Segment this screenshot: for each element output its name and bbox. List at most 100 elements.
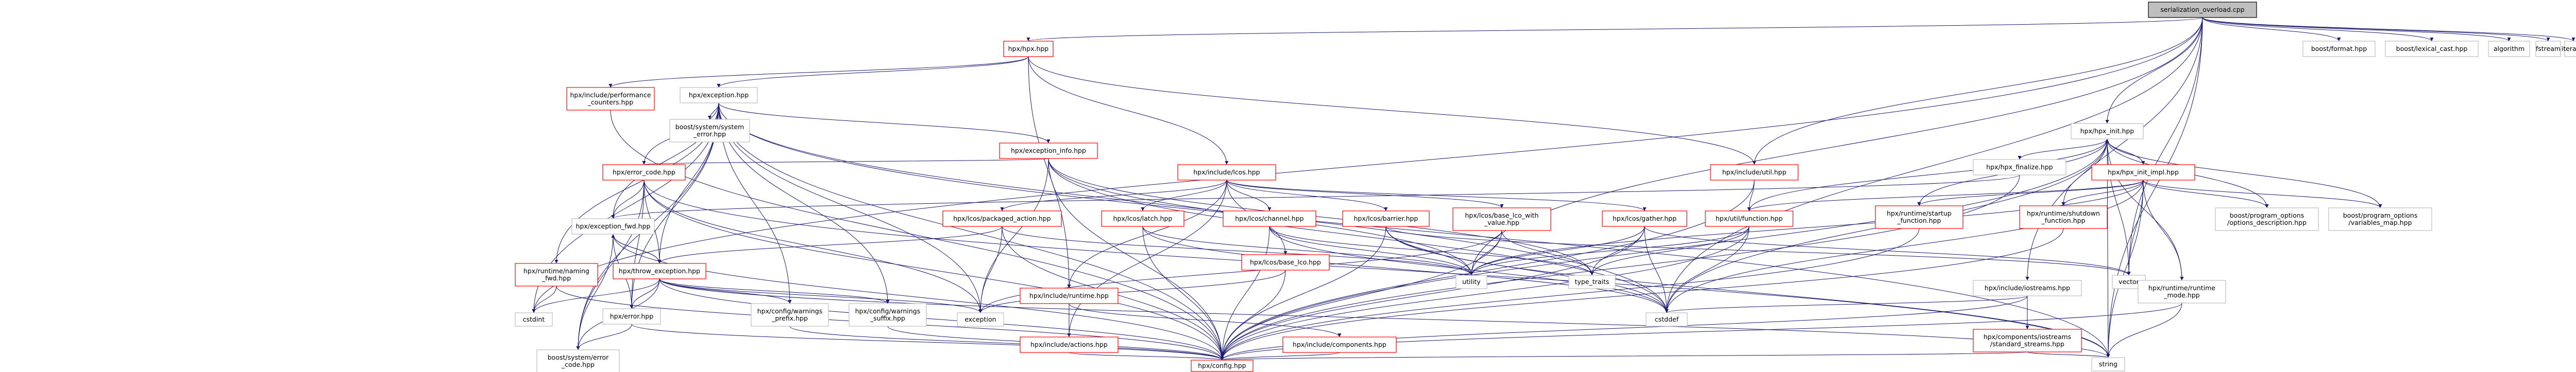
edge-lcos_hpp-to-gather: [1226, 180, 1647, 211]
edge-root-to-vector: [2127, 17, 2203, 276]
node-perf-counters[interactable]: hpx/include/performance_counters.hpp: [566, 87, 655, 111]
node-lcos-hpp[interactable]: hpx/include/lcos.hpp: [1177, 164, 1276, 181]
edge-util_function-to-utility: [1469, 226, 1750, 276]
node-gather[interactable]: hpx/lcos/gather.hpp: [1602, 210, 1687, 227]
edge-hpx_init_impl-to-util_function: [1747, 180, 2144, 211]
edge-hpx_init-to-shutdown_function: [2061, 138, 2108, 206]
edge-lcos_hpp-to-latch: [1141, 180, 1227, 211]
node-label: hpx/error_code.hpp: [613, 168, 675, 176]
edge-base_lco_value-to-exception_std: [978, 230, 1502, 313]
edge-hpx_init_impl-to-runtime_mode: [2143, 180, 2184, 281]
edge-latch-to-utility: [1142, 226, 1473, 276]
node-include-actions[interactable]: hpx/include/actions.hpp: [1020, 336, 1118, 353]
node-label: boost/format.hpp: [2311, 45, 2367, 52]
edge-util_function-to-config_hpp: [1220, 226, 1750, 361]
edge-include_components-to-config_hpp: [1220, 352, 1340, 361]
node-label: hpx/hpx.hpp: [1008, 45, 1049, 52]
edge-include_runtime-to-include_components: [1069, 303, 1342, 338]
node-box: [849, 303, 927, 327]
node-box: [2328, 207, 2432, 231]
edge-barrier-to-config_hpp: [1220, 226, 1386, 361]
node-label: hpx/runtime/shutdown: [2027, 209, 2100, 217]
node-latch[interactable]: hpx/lcos/latch.hpp: [1101, 210, 1184, 227]
node-error-code[interactable]: hpx/error_code.hpp: [602, 164, 686, 181]
node-box: [669, 119, 750, 143]
edge-standard_streams-to-config_hpp: [1221, 351, 2028, 361]
node-hpx-finalize: hpx/hpx_finalize.hpp: [1973, 159, 2066, 175]
node-exception-hpp: hpx/exception.hpp: [680, 87, 758, 103]
node-warning-fwd[interactable]: hpx/runtime/naming_fwd.hpp: [515, 263, 598, 287]
node-box: [1568, 275, 1616, 289]
node-root[interactable]: serialization_overload.cpp: [2148, 2, 2257, 18]
node-base-lco-value[interactable]: hpx/lcos/base_lco_with_value.hpp: [1452, 207, 1551, 231]
node-box: [1973, 159, 2066, 175]
node-options-description: boost/program_options/options_descriptio…: [2215, 207, 2319, 231]
node-label: boost/program_options: [2230, 211, 2304, 219]
edge-hpx_hpp-to-perf_counters: [608, 56, 1029, 88]
node-barrier[interactable]: hpx/lcos/barrier.hpp: [1342, 210, 1430, 227]
edge-latch-to-cstddef: [1142, 226, 1669, 313]
edge-exception_hpp-to-exception_std: [718, 102, 982, 313]
node-label: serialization_overload.cpp: [2160, 6, 2244, 13]
edge-root-to-boost_format: [2202, 17, 2341, 42]
node-channel[interactable]: hpx/lcos/channel.hpp: [1223, 210, 1316, 227]
node-util-function[interactable]: hpx/util/function.hpp: [1705, 210, 1793, 227]
node-label: exception: [964, 315, 996, 323]
node-label: hpx/lcos/gather.hpp: [1613, 215, 1676, 222]
node-throw-exception[interactable]: hpx/throw_exception.hpp: [613, 263, 706, 279]
node-label: hpx/exception_fwd.hpp: [576, 222, 651, 230]
node-label: hpx/throw_exception.hpp: [619, 267, 700, 275]
node-box: [1646, 312, 1688, 327]
node-hpx-hpp[interactable]: hpx/hpx.hpp: [1003, 41, 1054, 57]
node-shutdown-function[interactable]: hpx/runtime/shutdown_function.hpp: [2019, 205, 2108, 229]
node-include-runtime[interactable]: hpx/include/runtime.hpp: [1020, 288, 1118, 304]
edge-throw_exception-to-exception_fwd: [611, 234, 660, 264]
edge-hpx_init-to-vector: [2107, 138, 2131, 276]
node-label: boost/program_options: [2343, 211, 2418, 219]
edge-exception_info-to-exception_std: [978, 158, 1049, 313]
node-standard-streams[interactable]: hpx/components/iostreams/standard_stream…: [1973, 329, 2082, 352]
node-box: [602, 308, 661, 325]
edge-hpx_init_impl-to-cstddef: [1665, 180, 2144, 313]
edge-exception_hpp-to-string: [718, 102, 2110, 358]
edge-error_code-to-string: [643, 180, 2110, 358]
edge-exception_info-to-cstddef: [1048, 158, 1669, 313]
node-label: hpx/error.hpp: [610, 312, 653, 320]
node-startup-function[interactable]: hpx/runtime/startup_function.hpp: [1875, 205, 1963, 229]
node-box: [602, 164, 686, 181]
edge-throw_exception-to-exception_std: [659, 278, 982, 313]
node-label: hpx/lcos/base_lco_with: [1465, 211, 1539, 219]
edge-root-to-lexical_cast: [2202, 17, 2434, 42]
node-box: [2138, 280, 2226, 304]
node-algorithm: algorithm: [2488, 41, 2530, 57]
node-config-hpp[interactable]: hpx/config.hpp: [1191, 360, 1253, 372]
edge-hpx_init-to-variables_map: [2107, 138, 2382, 208]
edge-root-to-hpx_init: [2105, 17, 2203, 124]
node-error-hpp: hpx/error.hpp: [602, 308, 661, 325]
node-base-lco[interactable]: hpx/lcos/base_lco.hpp: [1241, 254, 1330, 271]
edge-lcos_hpp-to-channel: [1226, 180, 1272, 211]
node-box: [2019, 205, 2108, 229]
node-box: [515, 312, 553, 327]
node-include-util[interactable]: hpx/include/util.hpp: [1710, 164, 1799, 181]
node-label: hpx/lcos/packaged_action.hpp: [953, 215, 1050, 222]
node-cstdint: cstdint: [515, 312, 553, 327]
node-box: [2215, 207, 2319, 231]
node-label: hpx/runtime/startup: [1887, 209, 1952, 217]
edge-error_code-to-error_hpp: [630, 180, 645, 309]
node-label: hpx/components/iostreams: [1984, 333, 2071, 341]
edge-error_code-to-boost_error_code: [576, 180, 645, 350]
node-include-components[interactable]: hpx/include/components.hpp: [1282, 336, 1397, 353]
node-boost-format: boost/format.hpp: [2302, 41, 2376, 57]
edge-exception_info-to-type_traits: [1048, 158, 1594, 276]
edge-root-to-algorithm: [2202, 17, 2511, 42]
node-label: hpx/hpx_init_impl.hpp: [2108, 168, 2179, 176]
edge-error_hpp-to-config_hpp: [631, 324, 1224, 361]
node-hpx-init-impl[interactable]: hpx/hpx_init_impl.hpp: [2091, 164, 2195, 181]
node-box: [1602, 210, 1687, 227]
node-exception-info[interactable]: hpx/exception_info.hpp: [999, 143, 1098, 159]
edge-hpx_init_impl-to-hpx_init: [2105, 138, 2144, 165]
edge-exception_info-to-config_hpp: [1048, 158, 1224, 361]
node-packaged-action[interactable]: hpx/lcos/packaged_action.hpp: [942, 210, 1062, 227]
